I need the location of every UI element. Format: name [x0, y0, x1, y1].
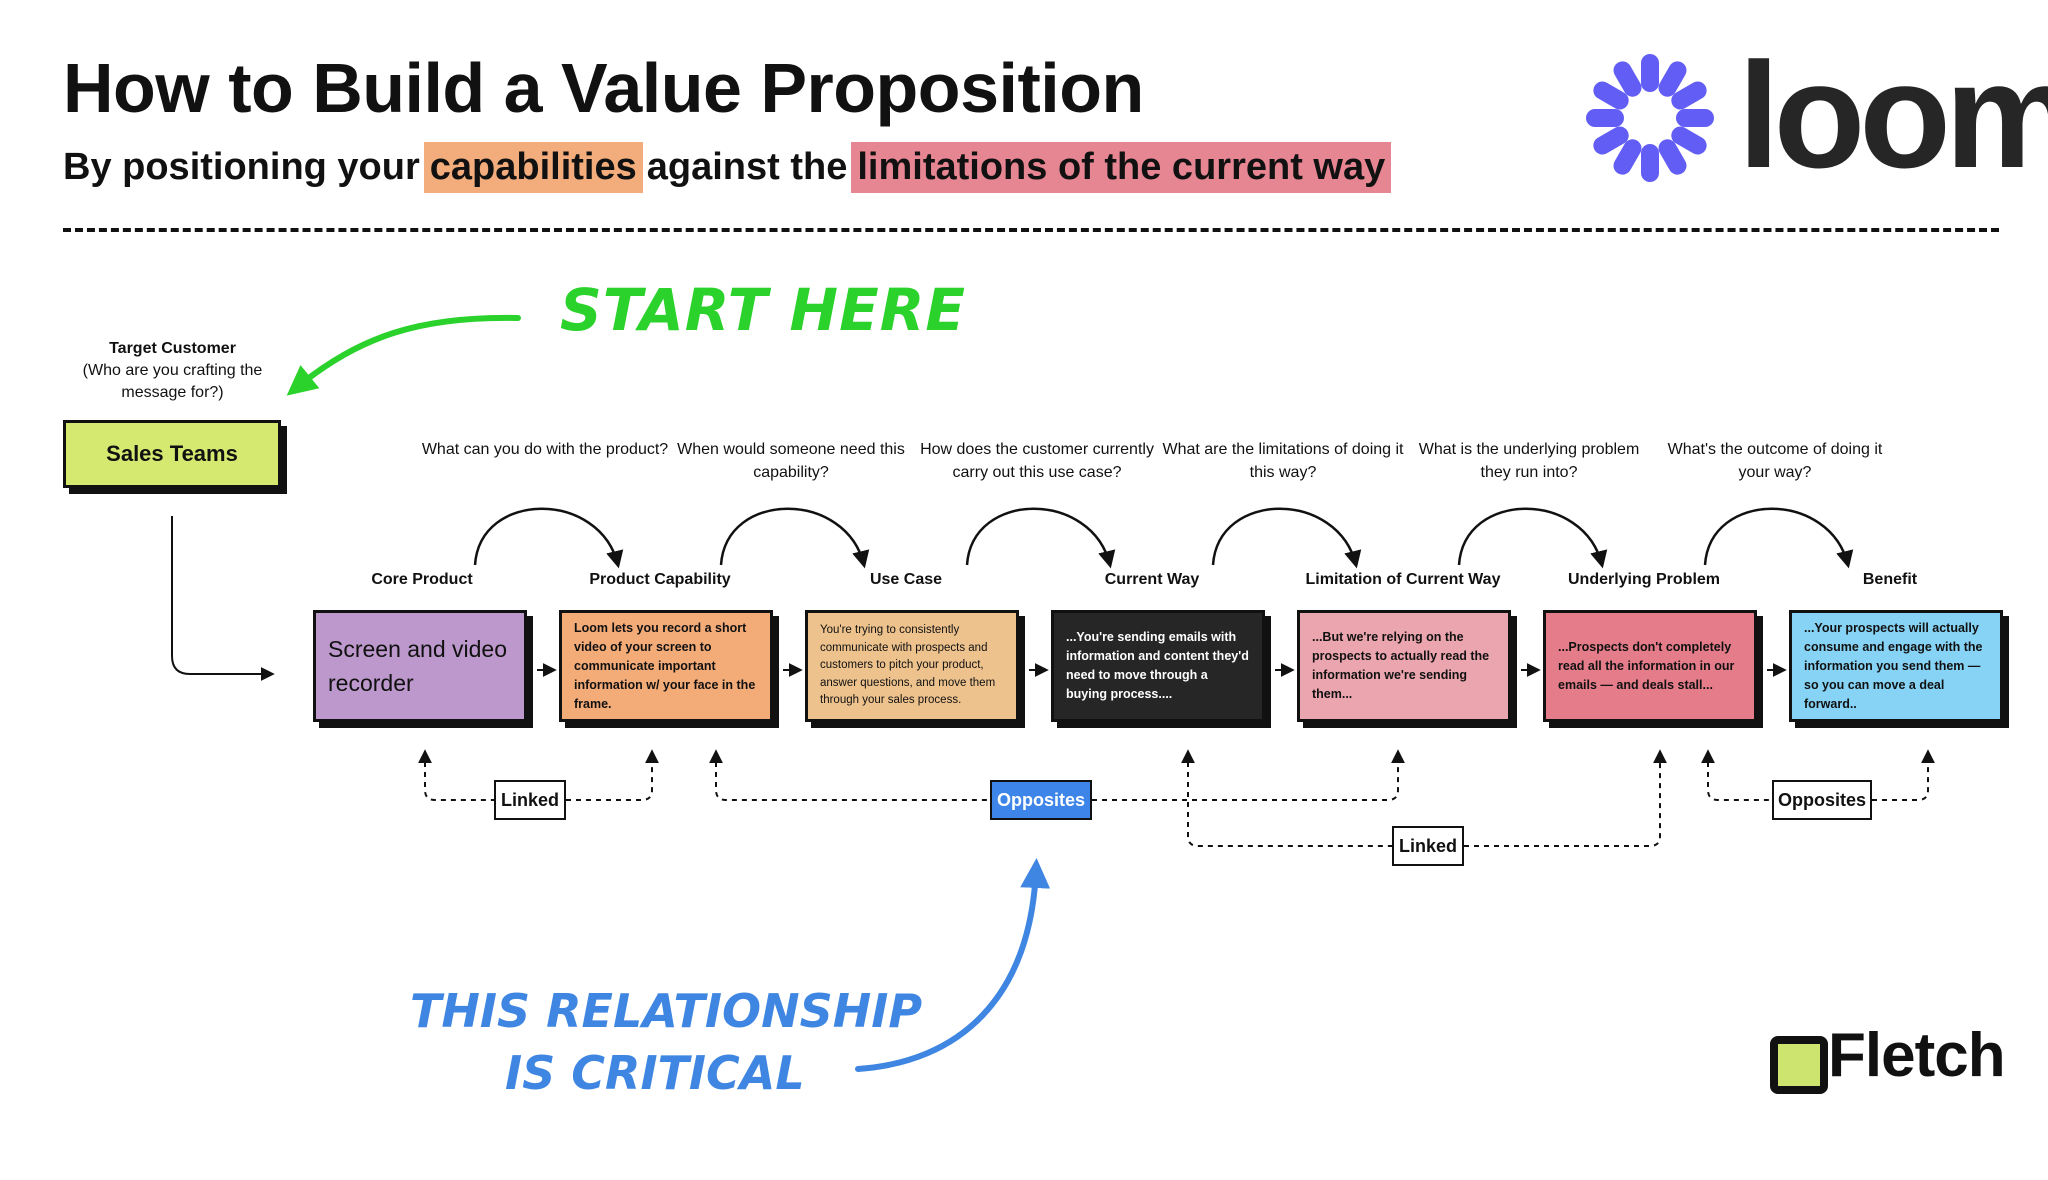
- underlying-problem-box: ...Prospects don't completely read all t…: [1543, 610, 1757, 722]
- benefit-box: ...Your prospects will actually consume …: [1789, 610, 2003, 722]
- fletch-logo-text: Fletch: [1828, 1021, 2006, 1090]
- question-underlying-problem: What is the underlying problem they run …: [1418, 441, 1640, 481]
- page-title: How to Build a Value Proposition: [63, 49, 1144, 127]
- linked-tag-2: Linked: [1392, 826, 1464, 866]
- target-customer-title: Target Customer: [109, 340, 236, 357]
- use-case-box: You're trying to consistently communicat…: [805, 610, 1019, 722]
- start-here-arrow: [286, 314, 521, 396]
- step-label-use-case: Use Case: [869, 571, 943, 588]
- relationship-connectors: [418, 749, 1935, 847]
- linked-tag-1: Linked: [494, 780, 566, 820]
- subtitle-middle: against the: [646, 146, 848, 188]
- question-current-way: How does the customer currently carry ou…: [920, 441, 1154, 481]
- step-label-product-capability: Product Capability: [589, 571, 731, 588]
- dashed-divider: [63, 228, 1999, 232]
- limitation-box: ...But we're relying on the prospects to…: [1297, 610, 1511, 722]
- question-limitation: What are the limitations of doing it thi…: [1162, 441, 1404, 481]
- question-use-case: When would someone need this capability?: [677, 441, 905, 481]
- current-way-box: ...You're sending emails with informatio…: [1051, 610, 1265, 722]
- step-label-limitation: Limitation of Current Way: [1305, 571, 1501, 588]
- subtitle-highlight-limitations: limitations of the current way: [851, 142, 1392, 193]
- question-benefit: What's the outcome of doing it your way?: [1667, 441, 1883, 481]
- loom-burst-icon: [1586, 54, 1714, 182]
- page-subtitle: By positioning your capabilities against…: [63, 142, 1395, 193]
- loom-logo-text: loom: [1738, 31, 2048, 199]
- step-label-current-way: Current Way: [1104, 571, 1200, 588]
- opposites-tag-1: Opposites: [990, 780, 1092, 820]
- target-customer-label: Target Customer (Who are you crafting th…: [60, 338, 285, 404]
- opposites-tag-2: Opposites: [1772, 780, 1872, 820]
- target-customer-box: Sales Teams: [63, 420, 281, 488]
- relationship-annotation-line2: is critical: [505, 1046, 805, 1100]
- start-here-annotation: Start Here: [560, 276, 966, 344]
- question-arcs: [473, 507, 1854, 569]
- core-product-box: Screen and video recorder: [313, 610, 527, 722]
- target-connector: [171, 516, 275, 681]
- fletch-logo-icon: [1770, 1036, 1828, 1094]
- relationship-annotation-line1: This relationship: [410, 984, 923, 1038]
- step-label-core-product: Core Product: [371, 571, 473, 588]
- step-label-underlying-problem: Underlying Problem: [1567, 571, 1721, 588]
- subtitle-prefix: By positioning your: [63, 146, 420, 188]
- step-label-benefit: Benefit: [1862, 571, 1918, 588]
- product-capability-box: Loom lets you record a short video of yo…: [559, 610, 773, 722]
- question-product-capability: What can you do with the product?: [421, 441, 669, 458]
- relationship-arrow: [855, 858, 1051, 1072]
- subtitle-highlight-capabilities: capabilities: [423, 142, 643, 193]
- target-customer-note: (Who are you crafting the message for?): [82, 362, 263, 401]
